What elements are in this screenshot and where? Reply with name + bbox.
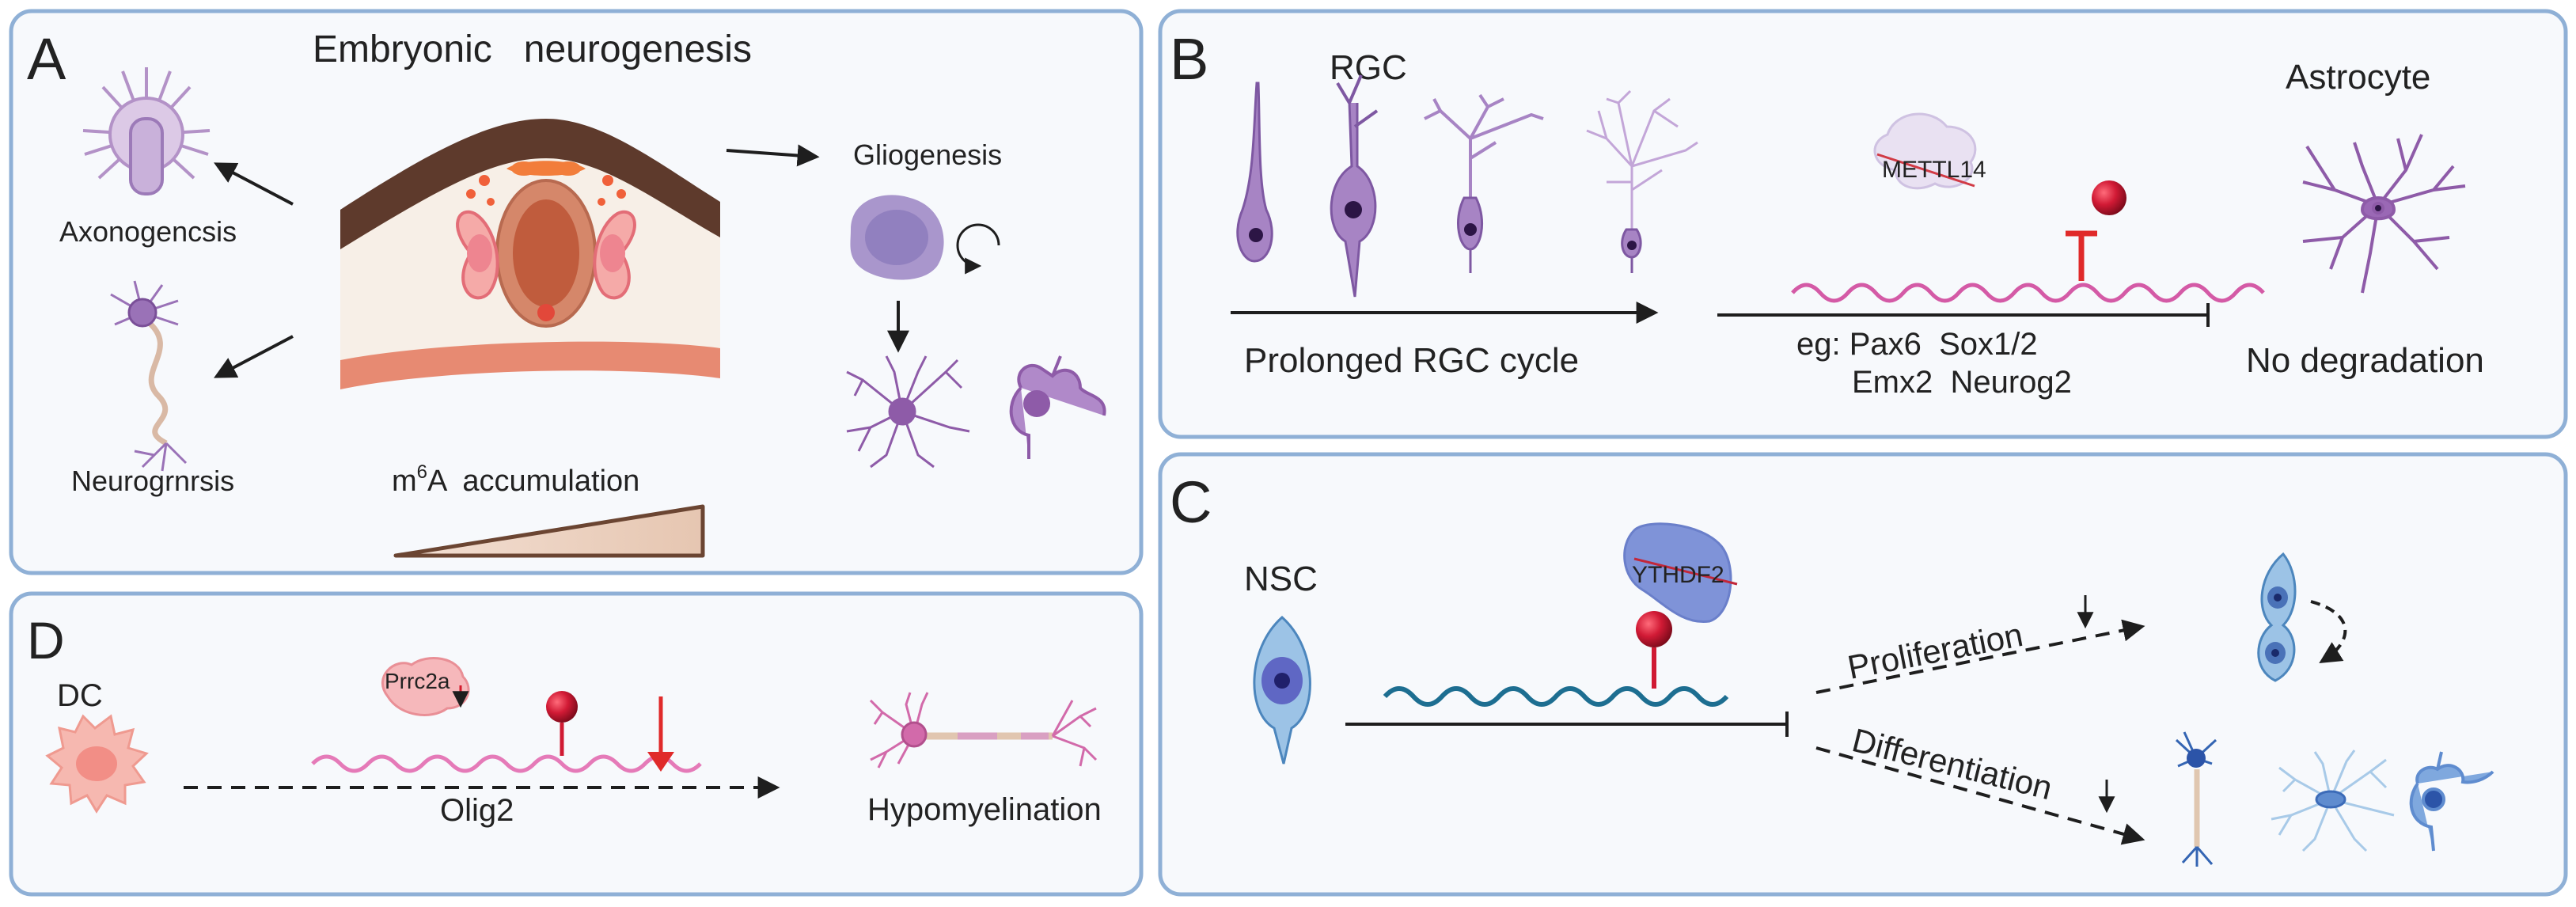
m6a-mark-b bbox=[2092, 180, 2126, 215]
neurogenesis-neuron-icon bbox=[110, 280, 188, 472]
self-renewal-arrow-icon bbox=[956, 223, 1000, 275]
genes-line-1: eg: Pax6 Sox1/2 bbox=[1796, 327, 2038, 362]
neuron-c-icon bbox=[2175, 731, 2217, 867]
dc-label: DC bbox=[57, 678, 103, 713]
panel-b-letter: B bbox=[1170, 26, 1208, 92]
rgc-cell-3 bbox=[1424, 93, 1544, 273]
rgc-cell-2 bbox=[1330, 74, 1379, 298]
arrow-to-axonogenesis bbox=[214, 162, 294, 206]
astrocyte-b-icon bbox=[2302, 134, 2466, 294]
axonogenesis-label: Axonogencsis bbox=[59, 215, 237, 248]
m6a-mark-d bbox=[546, 691, 578, 723]
gliogenesis-label: Gliogenesis bbox=[853, 139, 1002, 171]
astrocyte-label: Astrocyte bbox=[2286, 58, 2430, 97]
rgc-cell-4 bbox=[1586, 89, 1698, 273]
arrow-to-gliogenesis bbox=[726, 144, 820, 167]
glial-cell-icon bbox=[1009, 355, 1106, 459]
rgc-cell-1 bbox=[1236, 82, 1273, 263]
nsc-cell-icon bbox=[1253, 615, 1311, 765]
differentiation-arrow bbox=[1815, 746, 2145, 845]
embryo-cross-section bbox=[340, 119, 720, 389]
panel-d-letter: D bbox=[27, 611, 65, 670]
panel-c-frame bbox=[1158, 452, 2568, 897]
mrna-wave-c bbox=[1383, 686, 1729, 707]
mrna-wave-d bbox=[311, 754, 702, 773]
panel-c-letter: C bbox=[1170, 469, 1212, 535]
m6a-accumulation-wedge bbox=[393, 504, 705, 558]
prolonged-rgc-cycle-label: Prolonged RGC cycle bbox=[1244, 341, 1579, 380]
nsc-label: NSC bbox=[1244, 560, 1318, 598]
glial-c-icon bbox=[2409, 751, 2494, 852]
mrna-wave-b bbox=[1791, 283, 2265, 303]
dividing-nsc-icon bbox=[2257, 552, 2347, 682]
ythdf2-reader-icon: YTHDF2 bbox=[1623, 522, 1738, 624]
mettl14-label: METTL14 bbox=[1882, 157, 1986, 183]
proliferation-arrow bbox=[1815, 619, 2145, 694]
neurogenesis-label: Neurogrnrsis bbox=[71, 465, 234, 497]
astrocyte-icon bbox=[846, 355, 970, 469]
inhibition-mark-b bbox=[2066, 230, 2097, 281]
m6a-mark-c bbox=[1636, 611, 1672, 647]
genes-line-2: Emx2 Neurog2 bbox=[1852, 365, 2072, 400]
mettl14-enzyme-icon: METTL14 bbox=[1873, 112, 1986, 190]
hypomyelination-label: Hypomyelination bbox=[867, 792, 1102, 827]
m6a-decrease-arrowhead-d bbox=[647, 752, 674, 772]
arrow-to-neurogenesis bbox=[214, 335, 294, 378]
axonogenesis-cell-icon bbox=[82, 67, 211, 195]
rgc-label: RGC bbox=[1330, 48, 1407, 87]
astrocyte-c-icon bbox=[2271, 750, 2395, 852]
hypomyelinated-neuron-icon bbox=[869, 692, 1098, 768]
ythdf2-label: YTHDF2 bbox=[1632, 562, 1724, 588]
olig2-label: Olig2 bbox=[440, 793, 514, 828]
m6a-accumulation-label: m6A accumulation bbox=[392, 461, 639, 498]
prrc2a-label: Prrc2a bbox=[385, 669, 450, 693]
panel-d-frame bbox=[9, 591, 1144, 897]
panel-a-letter: A bbox=[27, 26, 66, 92]
glial-progenitor-nucleus bbox=[865, 210, 928, 265]
panel-b-frame bbox=[1158, 9, 2568, 439]
dc-cell-icon bbox=[45, 714, 149, 814]
no-degradation-label: No degradation bbox=[2246, 341, 2484, 380]
prrc2a-protein-icon: Prrc2a bbox=[381, 657, 470, 716]
panel-a-title: Embryonic neurogenesis bbox=[313, 28, 752, 70]
